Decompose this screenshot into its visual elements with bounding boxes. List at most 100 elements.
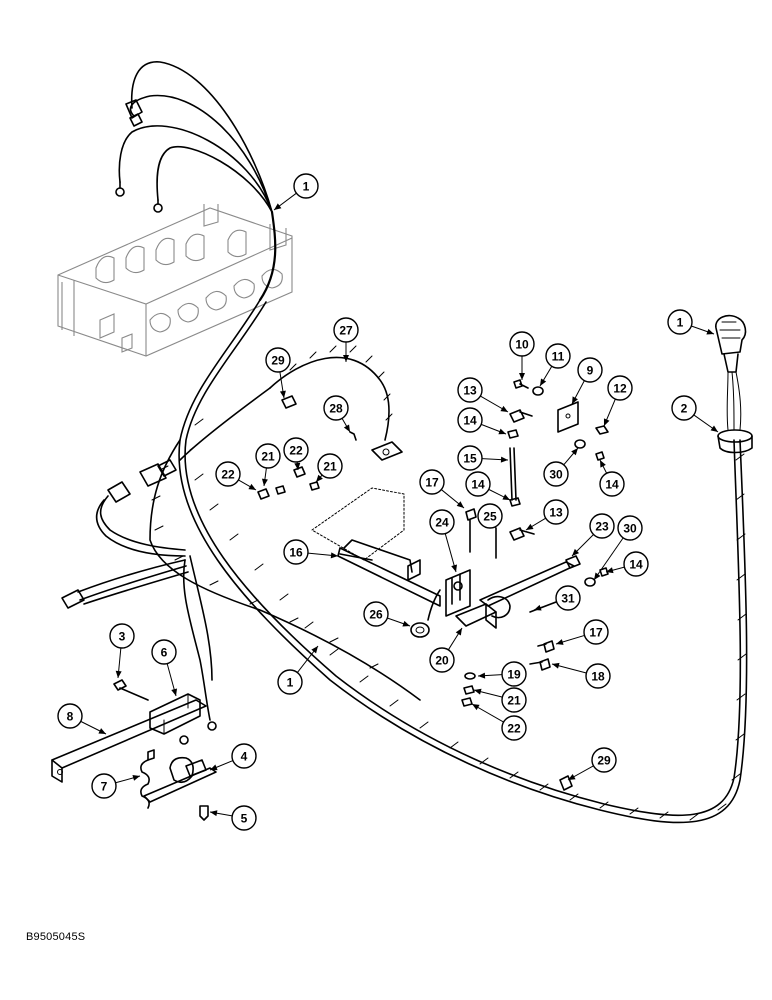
callout-number: 13 bbox=[549, 506, 563, 520]
callout-circle bbox=[57, 703, 83, 729]
callout-arrow bbox=[330, 552, 338, 559]
callout-circle bbox=[501, 661, 527, 687]
callout-number: 12 bbox=[613, 382, 627, 396]
callout-number: 11 bbox=[552, 350, 565, 364]
callout-number: 21 bbox=[323, 460, 337, 474]
callout-arrow bbox=[600, 460, 606, 468]
callout-21: 21 bbox=[473, 687, 527, 713]
callout-circle bbox=[577, 357, 603, 383]
callout-number: 13 bbox=[463, 384, 477, 398]
callout-arrow bbox=[556, 639, 564, 645]
callout-circle bbox=[109, 623, 135, 649]
callout-arrow bbox=[534, 604, 542, 611]
harness-connector-right bbox=[715, 314, 753, 454]
callout-10: 10 bbox=[509, 331, 535, 380]
callout-circle bbox=[323, 395, 349, 421]
callout-arrow bbox=[210, 764, 218, 771]
callout-circle bbox=[583, 619, 609, 645]
callout-circle bbox=[545, 343, 571, 369]
callout-12: 12 bbox=[603, 375, 633, 427]
callout-arrow bbox=[500, 405, 508, 412]
callout-number: 2 bbox=[681, 402, 688, 416]
callout-arrow bbox=[210, 810, 218, 817]
callout-circle bbox=[543, 461, 569, 487]
callout-arrow bbox=[343, 424, 350, 432]
callout-number: 14 bbox=[463, 414, 477, 428]
callout-arrow bbox=[502, 494, 510, 500]
callout-14: 14 bbox=[465, 471, 511, 501]
callout-11: 11 bbox=[539, 343, 571, 387]
callout-circle bbox=[429, 647, 455, 673]
callout-arrow bbox=[98, 728, 106, 734]
callout-circle bbox=[667, 309, 693, 335]
callout-21: 21 bbox=[315, 453, 343, 483]
callout-29: 29 bbox=[265, 347, 291, 399]
callout-arrow bbox=[171, 688, 178, 696]
harness-upper-wires bbox=[115, 61, 277, 302]
callout-arrow bbox=[451, 564, 458, 572]
callout-arrow bbox=[710, 425, 718, 432]
linkage-assembly bbox=[257, 379, 609, 791]
callout-number: 19 bbox=[507, 668, 521, 682]
callout-number: 15 bbox=[463, 452, 477, 466]
callout-14: 14 bbox=[457, 407, 507, 435]
callout-arrow bbox=[526, 523, 534, 530]
callout-circle bbox=[231, 805, 257, 831]
callout-13: 13 bbox=[525, 499, 569, 531]
callout-number: 7 bbox=[101, 780, 108, 794]
callout-number: 25 bbox=[483, 510, 497, 524]
main-harness bbox=[149, 299, 748, 824]
callout-arrow bbox=[343, 355, 349, 362]
callout-circle bbox=[457, 407, 483, 433]
callout-arrow bbox=[594, 572, 601, 580]
callout-number: 29 bbox=[597, 754, 611, 768]
callout-arrow bbox=[456, 501, 464, 508]
callout-circle bbox=[283, 437, 309, 463]
callout-arrow bbox=[572, 396, 578, 404]
callout-arrow bbox=[311, 646, 318, 654]
callout-arrow bbox=[552, 662, 560, 669]
callout-2: 2 bbox=[671, 395, 719, 433]
callout-16: 16 bbox=[283, 539, 339, 565]
callout-circle bbox=[277, 669, 303, 695]
callout-31: 31 bbox=[533, 585, 581, 611]
callout-number: 18 bbox=[591, 670, 605, 684]
callout-number: 4 bbox=[241, 750, 248, 764]
callout-number: 16 bbox=[289, 546, 303, 560]
callout-23: 23 bbox=[571, 513, 615, 557]
callout-30: 30 bbox=[593, 515, 643, 581]
callout-circle bbox=[591, 747, 617, 773]
callout-arrow bbox=[606, 567, 614, 574]
callout-arrow bbox=[519, 373, 525, 380]
callout-circle bbox=[589, 513, 615, 539]
callout-arrow bbox=[540, 378, 547, 386]
callout-number: 3 bbox=[119, 630, 126, 644]
callout-7: 7 bbox=[91, 773, 141, 799]
callout-22: 22 bbox=[471, 703, 527, 741]
callout-number: 6 bbox=[161, 646, 168, 660]
callout-1: 1 bbox=[667, 309, 715, 335]
callout-6: 6 bbox=[151, 639, 178, 697]
callout-9: 9 bbox=[571, 357, 603, 405]
callout-18: 18 bbox=[551, 662, 611, 689]
callout-arrow bbox=[248, 483, 256, 490]
callout-circle bbox=[293, 173, 319, 199]
callout-circle bbox=[457, 445, 483, 471]
callout-arrow bbox=[571, 448, 578, 456]
callout-number: 20 bbox=[435, 654, 449, 668]
callout-22: 22 bbox=[283, 437, 309, 471]
callout-circle bbox=[599, 471, 625, 497]
callout-number: 1 bbox=[677, 316, 684, 330]
callout-number: 22 bbox=[507, 722, 521, 736]
callout-arrow bbox=[294, 462, 301, 470]
callout-circle bbox=[623, 551, 649, 577]
callout-number: 8 bbox=[67, 710, 74, 724]
callout-20: 20 bbox=[429, 627, 463, 673]
callout-15: 15 bbox=[457, 445, 509, 471]
callout-22: 22 bbox=[215, 461, 257, 491]
callout-arrow bbox=[472, 704, 480, 711]
callout-circle bbox=[501, 715, 527, 741]
left-connectors bbox=[61, 459, 217, 745]
callout-number: 30 bbox=[549, 468, 563, 482]
